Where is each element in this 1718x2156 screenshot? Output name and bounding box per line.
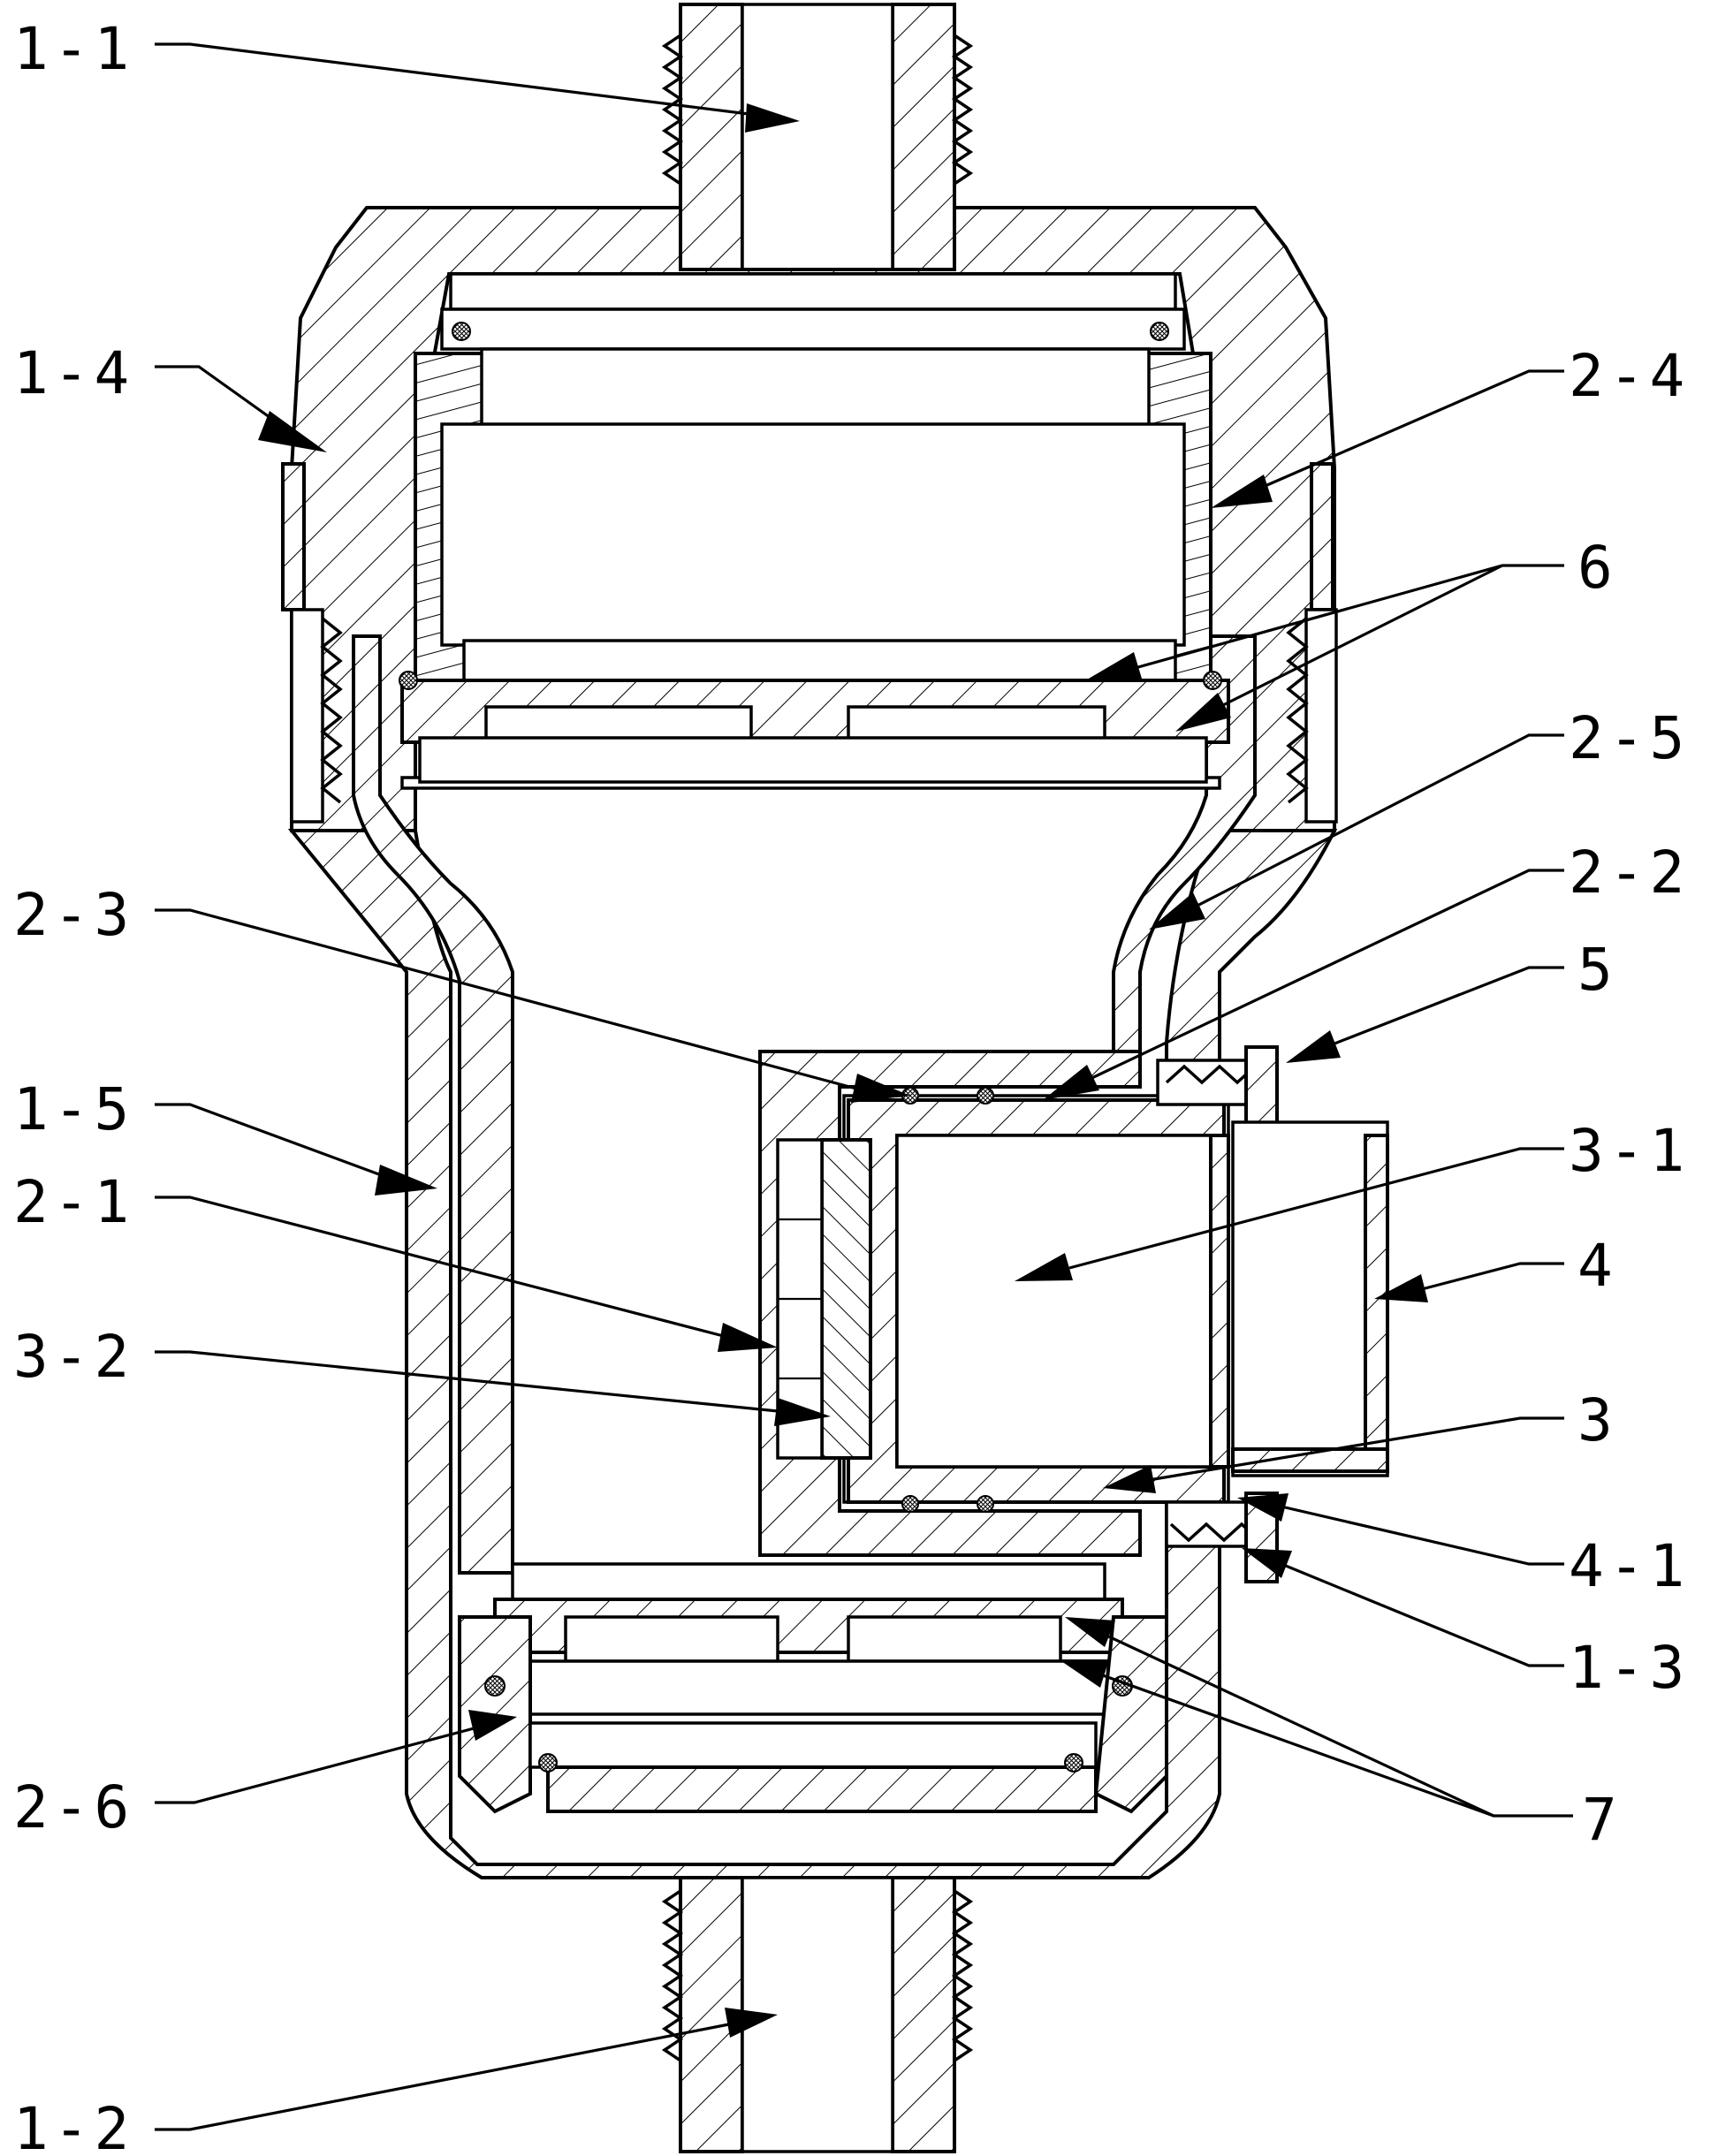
leader-1-1 bbox=[155, 42, 756, 117]
leader-arrow-4-1 bbox=[1237, 1493, 1288, 1522]
leader-arrow-2-5 bbox=[1149, 892, 1205, 930]
label-1-2: 1-2 bbox=[13, 2095, 134, 2156]
label-3-2: 3-2 bbox=[13, 1323, 134, 1391]
leader-lines bbox=[155, 42, 1573, 2131]
leader-3-1 bbox=[1068, 1147, 1564, 1270]
label-4-1: 4-1 bbox=[1569, 1532, 1690, 1600]
leader-arrow-2-1 bbox=[718, 1323, 778, 1352]
label-2-1: 2-1 bbox=[13, 1168, 134, 1236]
side-chamber bbox=[758, 1050, 1230, 1557]
leader-arrow-3 bbox=[1103, 1465, 1156, 1493]
upper-filter-cartridge bbox=[399, 272, 1230, 784]
leader-1-5 bbox=[155, 1103, 394, 1181]
leader-arrow-1-5 bbox=[375, 1165, 437, 1196]
leader-arrow-7a bbox=[1065, 1617, 1115, 1647]
leader-arrow-3-1 bbox=[1015, 1253, 1073, 1281]
leader-arrow-2-6 bbox=[468, 1710, 517, 1741]
label-3: 3 bbox=[1577, 1386, 1618, 1454]
leader-6b bbox=[1210, 564, 1503, 713]
callout-labels: 1-1 1-4 2-4 6 2-5 2-3 2-2 5 1-5 3-1 2-1 … bbox=[13, 15, 1690, 2156]
leader-1-3 bbox=[1281, 1562, 1564, 1667]
leader-4-1 bbox=[1281, 1505, 1564, 1566]
inlet-pipe bbox=[661, 3, 974, 271]
leader-arrow-6a bbox=[1083, 652, 1142, 682]
leader-2-4 bbox=[1254, 369, 1564, 492]
leader-1-4 bbox=[155, 365, 293, 435]
label-2-3: 2-3 bbox=[13, 881, 134, 949]
leader-3-2 bbox=[155, 1350, 787, 1414]
leader-arrow-1-1 bbox=[745, 103, 800, 133]
leader-arrow-1-2 bbox=[725, 2008, 778, 2038]
label-2-2: 2-2 bbox=[1569, 839, 1690, 907]
label-3-1: 3-1 bbox=[1569, 1117, 1690, 1185]
leader-2-6 bbox=[155, 1726, 478, 1804]
label-1-1: 1-1 bbox=[13, 15, 134, 83]
device-body bbox=[281, 3, 1389, 2153]
label-1-5: 1-5 bbox=[13, 1075, 134, 1143]
lower-filter-cartridge bbox=[458, 1562, 1168, 1814]
leader-arrow-1-3 bbox=[1242, 1548, 1292, 1578]
leader-arrow-6b bbox=[1175, 693, 1231, 732]
label-2-4: 2-4 bbox=[1569, 342, 1690, 410]
label-2-5: 2-5 bbox=[1569, 704, 1690, 772]
leader-2-2 bbox=[1082, 869, 1564, 1084]
leader-5 bbox=[1325, 966, 1564, 1049]
leader-arrow-4 bbox=[1374, 1274, 1428, 1302]
label-1-3: 1-3 bbox=[1569, 1634, 1690, 1702]
label-4: 4 bbox=[1577, 1232, 1618, 1300]
leader-2-1 bbox=[155, 1196, 734, 1340]
leader-3 bbox=[1148, 1416, 1564, 1482]
label-1-4: 1-4 bbox=[13, 339, 134, 407]
leader-1-2 bbox=[155, 2022, 734, 2131]
leader-arrow-5 bbox=[1286, 1030, 1341, 1063]
leader-arrow-3-2 bbox=[774, 1398, 831, 1426]
label-6: 6 bbox=[1577, 534, 1618, 602]
leader-4 bbox=[1418, 1262, 1564, 1292]
leader-arrow-7b bbox=[1059, 1659, 1109, 1688]
leader-2-5 bbox=[1188, 733, 1564, 912]
label-2-6: 2-6 bbox=[13, 1773, 134, 1841]
outlet-pipe bbox=[661, 1876, 974, 2153]
label-7: 7 bbox=[1582, 1786, 1623, 1854]
label-5: 5 bbox=[1577, 936, 1618, 1004]
leader-arrow-2-2 bbox=[1043, 1065, 1099, 1100]
leader-arrow-1-4 bbox=[258, 411, 327, 452]
lower-shell bbox=[287, 829, 1338, 1879]
leader-2-3 bbox=[155, 908, 867, 1093]
leader-arrow-2-4 bbox=[1211, 474, 1273, 508]
leader-arrow-2-3 bbox=[851, 1074, 910, 1103]
leader-7b bbox=[1099, 1673, 1494, 1818]
